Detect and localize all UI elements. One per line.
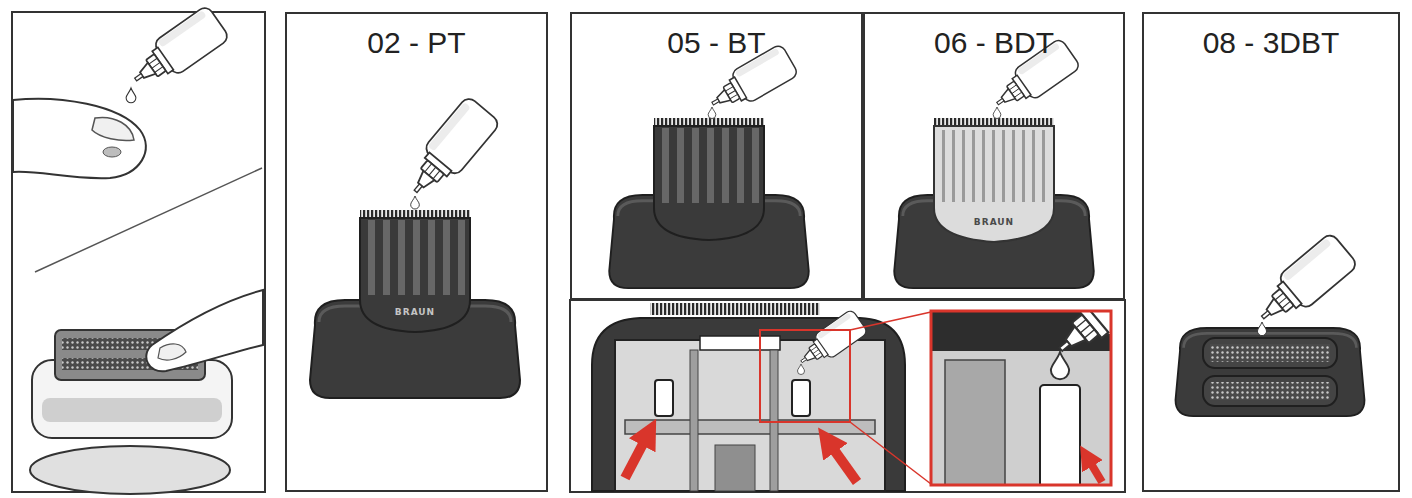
trimmer-teeth	[650, 303, 820, 315]
divider-line	[35, 168, 262, 272]
zoom-frame	[760, 330, 850, 422]
lube-point	[792, 380, 810, 416]
housing-cavity	[615, 340, 885, 491]
oil-drop	[1257, 322, 1266, 336]
oil-drop	[993, 107, 1001, 119]
underside-view	[570, 245, 1178, 492]
mechanism	[700, 336, 780, 350]
lube-point	[655, 380, 673, 416]
brand-logo: BRAUN	[974, 217, 1014, 227]
panel-box: 06 - BDT	[863, 12, 1125, 300]
foil-roller	[1203, 376, 1337, 406]
fingertip	[13, 99, 146, 179]
oil-drop	[411, 196, 420, 209]
oil-bottle	[1044, 311, 1111, 370]
panel-frame	[12, 12, 265, 492]
beard-trimmer	[934, 118, 1054, 242]
inset-frame	[931, 311, 1111, 485]
red-arrow	[1090, 462, 1102, 482]
precision-trimmer	[360, 210, 470, 332]
panel-box: 02 - PT	[285, 12, 548, 492]
panel-heading: 02 - PT	[287, 26, 546, 60]
shaver-head	[42, 398, 222, 422]
3d-body-trimmer	[1176, 232, 1365, 416]
body-trimmer	[609, 43, 809, 288]
mechanism	[945, 360, 1005, 485]
brand-logo: BRAUN	[395, 307, 435, 317]
mechanism	[770, 350, 778, 491]
shaver-oil-panel	[12, 5, 265, 494]
shaver-body	[30, 446, 230, 494]
foil-roller	[1210, 344, 1330, 362]
panel-heading: 08 - 3DBT	[1144, 26, 1398, 60]
mechanism	[715, 445, 755, 491]
precision-trimmer	[310, 95, 520, 398]
panel-frame	[570, 300, 1125, 492]
beard-trimmer	[894, 38, 1094, 288]
oil-drop	[103, 147, 121, 157]
attachment-housing	[592, 318, 905, 491]
foil-roller	[1203, 338, 1337, 368]
fingernail	[92, 117, 134, 140]
red-arrow	[625, 440, 645, 478]
zoom-inset	[931, 311, 1111, 485]
lube-point	[1040, 385, 1080, 485]
foil-roller	[1210, 382, 1330, 400]
oil-bottle	[793, 309, 868, 374]
finger	[146, 290, 263, 371]
oil-drop	[126, 88, 136, 103]
oil-bottle	[1249, 232, 1359, 334]
oil-drop	[1051, 352, 1069, 379]
panel-box: 08 - 3DBT	[1142, 12, 1400, 492]
oil-bottle	[399, 95, 501, 205]
body-trimmer	[654, 118, 764, 240]
mechanism	[690, 350, 698, 491]
3d-body-trimmer	[1176, 328, 1365, 416]
zoom-line	[850, 312, 931, 330]
panel-heading: 05 - BT	[572, 26, 861, 60]
panel-box: 05 - BT	[570, 12, 863, 300]
panel-heading: 06 - BDT	[865, 26, 1123, 60]
oil-bottle	[124, 5, 230, 96]
zoom-line	[850, 422, 931, 484]
red-arrow	[832, 447, 857, 482]
oil-drop	[708, 107, 716, 119]
oil-drop	[798, 364, 805, 375]
precision-trimmer	[310, 300, 520, 398]
fingernail	[158, 344, 186, 360]
